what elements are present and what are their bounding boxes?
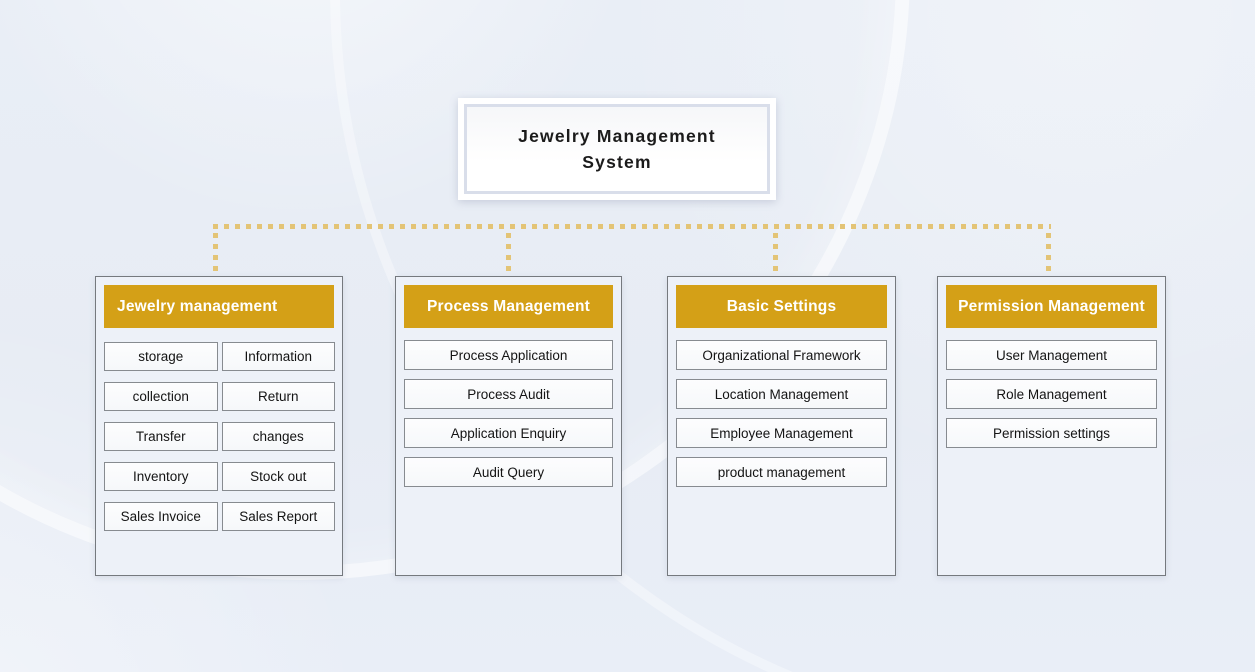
node-collection: collection xyxy=(104,382,218,411)
panel-jewelry-management: Jewelry management storage Information c… xyxy=(95,276,343,576)
node-sales-report: Sales Report xyxy=(221,502,335,531)
node-changes: changes xyxy=(221,422,335,451)
node-product-management: product management xyxy=(676,457,887,487)
panel-basic-settings: Basic Settings Organizational Framework … xyxy=(667,276,896,576)
panel-items-jewelry-management: storage Information collection Return Tr… xyxy=(104,342,335,531)
panel-header-basic-settings: Basic Settings xyxy=(676,285,887,328)
node-location-management: Location Management xyxy=(676,379,887,409)
panel-permission-management: Permission Management User Management Ro… xyxy=(937,276,1166,576)
panel-process-management: Process Management Process Application P… xyxy=(395,276,622,576)
diagram-title: Jewelry Management System xyxy=(518,126,716,172)
node-inventory: Inventory xyxy=(104,462,218,491)
panel-header-process-management: Process Management xyxy=(404,285,613,328)
panel-header-permission-management: Permission Management xyxy=(946,285,1157,328)
node-stock-out: Stock out xyxy=(221,462,335,491)
connector-drop-permission-management xyxy=(1046,233,1051,273)
node-process-audit: Process Audit xyxy=(404,379,613,409)
node-information: Information xyxy=(221,342,335,371)
node-employee-management: Employee Management xyxy=(676,418,887,448)
connector-drop-process-management xyxy=(506,233,511,273)
root-node-jewelry-management-system: Jewelry Management System xyxy=(458,98,776,200)
panel-items-process-management: Process Application Process Audit Applic… xyxy=(404,340,613,487)
panel-header-jewelry-management: Jewelry management xyxy=(104,285,334,328)
panel-items-permission-management: User Management Role Management Permissi… xyxy=(946,340,1157,448)
node-sales-invoice: Sales Invoice xyxy=(104,502,218,531)
connector-drop-jewelry-management xyxy=(213,233,218,273)
node-return: Return xyxy=(221,382,335,411)
node-role-management: Role Management xyxy=(946,379,1157,409)
node-organizational-framework: Organizational Framework xyxy=(676,340,887,370)
node-audit-query: Audit Query xyxy=(404,457,613,487)
node-permission-settings: Permission settings xyxy=(946,418,1157,448)
node-user-management: User Management xyxy=(946,340,1157,370)
node-transfer: Transfer xyxy=(104,422,218,451)
connector-trunk xyxy=(213,224,1051,229)
node-process-application: Process Application xyxy=(404,340,613,370)
root-node-frame: Jewelry Management System xyxy=(464,104,770,194)
node-storage: storage xyxy=(104,342,218,371)
node-application-enquiry: Application Enquiry xyxy=(404,418,613,448)
connector-drop-basic-settings xyxy=(773,233,778,273)
panel-items-basic-settings: Organizational Framework Location Manage… xyxy=(676,340,887,487)
